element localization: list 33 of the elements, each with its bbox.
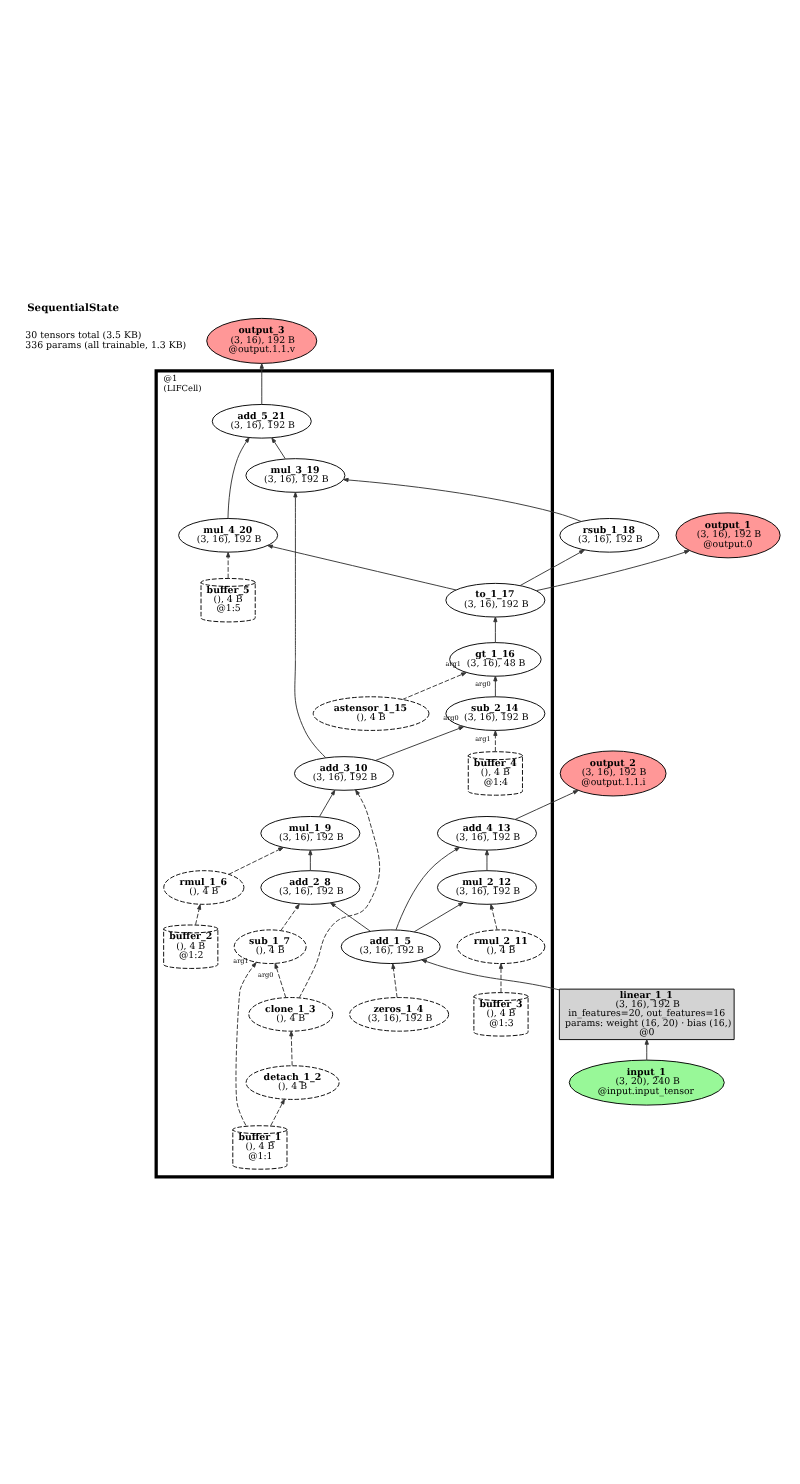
arrow	[298, 789, 381, 999]
arrow	[342, 477, 582, 522]
arrow	[274, 962, 287, 998]
arrow	[259, 363, 264, 405]
arrow	[493, 730, 498, 753]
arrow	[270, 1098, 285, 1127]
arrow	[330, 902, 371, 932]
arrow	[421, 959, 560, 991]
arrow	[493, 616, 498, 643]
arrow	[195, 904, 202, 926]
arrow	[289, 1030, 294, 1067]
arrow	[267, 544, 457, 591]
arrow	[535, 550, 690, 592]
arrow	[226, 551, 231, 579]
arrow	[644, 1039, 649, 1061]
arrow	[227, 437, 250, 519]
arrow	[395, 846, 461, 931]
arrow	[235, 962, 257, 1126]
arrow	[280, 903, 300, 931]
arrow	[228, 847, 284, 875]
arrow	[293, 491, 327, 758]
arrow	[319, 789, 336, 817]
arrow	[484, 849, 490, 872]
arrow	[489, 903, 498, 931]
arrow	[493, 675, 498, 698]
arrow	[519, 549, 585, 587]
arrow	[391, 963, 398, 998]
arrow	[308, 849, 313, 872]
arrow	[413, 902, 464, 933]
arrow	[498, 963, 504, 994]
arrow	[375, 726, 465, 761]
arrow	[271, 437, 286, 460]
arrow	[402, 672, 467, 700]
